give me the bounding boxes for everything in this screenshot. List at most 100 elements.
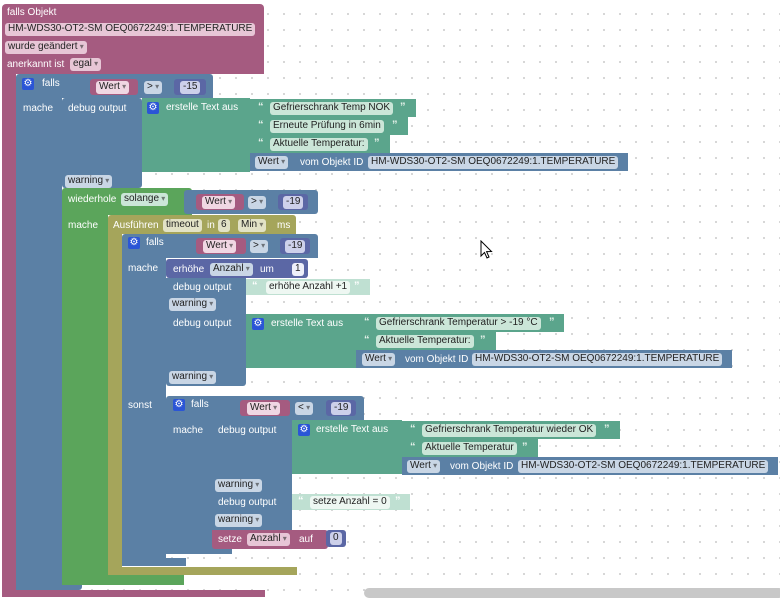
while-mode-dropdown[interactable]: solange [121, 193, 169, 206]
debug-output-label: debug output [173, 318, 232, 329]
trigger-object-id-field[interactable]: HM-WDS30-OT2-SM OEQ0672249:1.TEMPERATURE [5, 23, 256, 36]
timeout-label: Ausführen [113, 220, 159, 231]
text-value[interactable]: Aktuelle Temperatur: [270, 138, 368, 151]
if2-number-value[interactable]: -19 [285, 240, 306, 253]
quote-close-icon: ” [522, 441, 528, 453]
quote-close-icon: ” [549, 316, 555, 328]
trigger-block[interactable] [2, 4, 264, 74]
quote-open-icon: “ [364, 316, 370, 328]
if3-wert-dropdown[interactable]: Wert [247, 402, 281, 415]
trigger-ack-label: anerkannt ist [7, 59, 65, 70]
increment-label: erhöhe [173, 264, 205, 275]
text-value[interactable]: setze Anzahl = 0 [310, 496, 390, 509]
increment-by-label: um [260, 264, 274, 275]
value-dropdown[interactable]: Wert [362, 353, 396, 366]
trigger-change-mode-dropdown[interactable]: wurde geändert [5, 41, 87, 54]
if2-level2-dropdown[interactable]: warning [169, 371, 217, 384]
create-text-block-2[interactable] [246, 314, 356, 368]
quote-open-icon: “ [364, 334, 370, 346]
if1-number-value[interactable]: -15 [180, 81, 201, 94]
timeout-unit-dropdown[interactable]: Min [238, 219, 267, 232]
if-block-3-body [166, 420, 212, 554]
if1-wert-dropdown[interactable]: Wert [96, 81, 130, 94]
trigger-block-bottom [2, 590, 265, 597]
create-text-label: erstelle Text aus [316, 424, 389, 435]
if1-falls-label: falls [42, 78, 60, 89]
from-object-label: vom Objekt ID [405, 354, 469, 365]
object-id-field[interactable]: HM-WDS30-OT2-SM OEQ0672249:1.TEMPERATURE [472, 353, 723, 366]
gear-icon[interactable]: ⚙ [252, 318, 264, 330]
if3-falls-label: falls [191, 399, 209, 410]
set-label: setze [218, 534, 242, 545]
if1-level-dropdown[interactable]: warning [65, 175, 113, 188]
timeout-value-field[interactable]: 6 [218, 219, 230, 232]
text-value[interactable]: Aktuelle Temperatur [422, 442, 517, 455]
gear-icon[interactable]: ⚙ [173, 399, 185, 411]
while-mache-label: mache [68, 220, 99, 231]
text-value[interactable]: Gefrierschrank Temp NOK [270, 102, 394, 115]
increment-value[interactable]: 1 [292, 263, 304, 276]
if-block-3-bottom [166, 546, 232, 554]
if3-level1-dropdown[interactable]: warning [215, 479, 263, 492]
while-label: wiederhole [68, 194, 117, 205]
if3-number-value[interactable]: -19 [331, 402, 352, 415]
if2-operator-dropdown[interactable]: > [250, 240, 269, 253]
increment-var-dropdown[interactable]: Anzahl [210, 263, 253, 276]
text-value[interactable]: Erneute Prüfung in 6min [270, 120, 384, 133]
create-text-label: erstelle Text aus [166, 102, 239, 113]
if1-operator-dropdown[interactable]: > [144, 81, 163, 94]
create-text-block-3[interactable] [292, 420, 402, 474]
if1-mache-label: mache [23, 103, 54, 114]
trigger-title: falls Objekt [7, 7, 57, 18]
set-var-dropdown[interactable]: Anzahl [247, 533, 290, 546]
if3-level2-dropdown[interactable]: warning [215, 514, 263, 527]
quote-close-icon: ” [400, 101, 406, 113]
gear-icon[interactable]: ⚙ [147, 102, 159, 114]
if-block-2-body [122, 258, 166, 566]
trigger-ack-dropdown[interactable]: egal [70, 58, 102, 71]
quote-close-icon: ” [480, 334, 486, 346]
if3-mache-label: mache [173, 425, 204, 436]
trigger-block-body [2, 70, 16, 594]
timeout-block-bottom [108, 567, 297, 575]
mouse-cursor-icon [480, 240, 493, 259]
object-id-field[interactable]: HM-WDS30-OT2-SM OEQ0672249:1.TEMPERATURE [368, 156, 619, 169]
if2-wert-dropdown[interactable]: Wert [203, 240, 237, 253]
set-to-label: auf [299, 534, 313, 545]
horizontal-scrollbar[interactable] [364, 588, 780, 598]
debug-output-label: debug output [68, 103, 127, 114]
gear-icon[interactable]: ⚙ [128, 237, 140, 249]
from-object-label: vom Objekt ID [450, 461, 514, 472]
if-block-1-bottom [16, 580, 82, 590]
quote-open-icon: “ [258, 137, 264, 149]
quote-open-icon: “ [298, 495, 304, 507]
text-value[interactable]: erhöhe Anzahl +1 [266, 281, 351, 294]
while-operator-dropdown[interactable]: > [248, 196, 267, 209]
from-object-label: vom Objekt ID [300, 157, 364, 168]
create-text-block-1[interactable] [142, 98, 250, 172]
if2-level1-dropdown[interactable]: warning [169, 298, 217, 311]
debug-output-label: debug output [173, 282, 232, 293]
quote-close-icon: ” [604, 423, 610, 435]
quote-open-icon: “ [252, 280, 258, 292]
while-wert-dropdown[interactable]: Wert [202, 196, 236, 209]
value-dropdown[interactable]: Wert [255, 156, 289, 169]
gear-icon[interactable]: ⚙ [22, 78, 34, 90]
gear-icon[interactable]: ⚙ [298, 424, 310, 436]
value-dropdown[interactable]: Wert [407, 460, 441, 473]
timeout-ms-label: ms [277, 220, 291, 231]
if3-operator-dropdown[interactable]: < [295, 402, 314, 415]
timeout-name-field[interactable]: timeout [163, 219, 202, 232]
text-value[interactable]: Gefrierschrank Temperatur wieder OK [422, 424, 597, 437]
text-value[interactable]: Aktuelle Temperatur: [376, 335, 474, 348]
timeout-in-label: in [207, 220, 215, 231]
text-value[interactable]: Gefrierschrank Temperatur > -19 °C [376, 317, 541, 330]
while-number-value[interactable]: -19 [283, 196, 304, 209]
set-number-value[interactable]: 0 [330, 532, 342, 545]
create-text-label: erstelle Text aus [271, 318, 344, 329]
quote-close-icon: ” [374, 137, 380, 149]
if2-mache-label: mache [128, 263, 159, 274]
if-block-2-bottom [122, 558, 186, 566]
object-id-field[interactable]: HM-WDS30-OT2-SM OEQ0672249:1.TEMPERATURE [518, 460, 769, 473]
debug-output-block-1[interactable] [62, 98, 142, 188]
